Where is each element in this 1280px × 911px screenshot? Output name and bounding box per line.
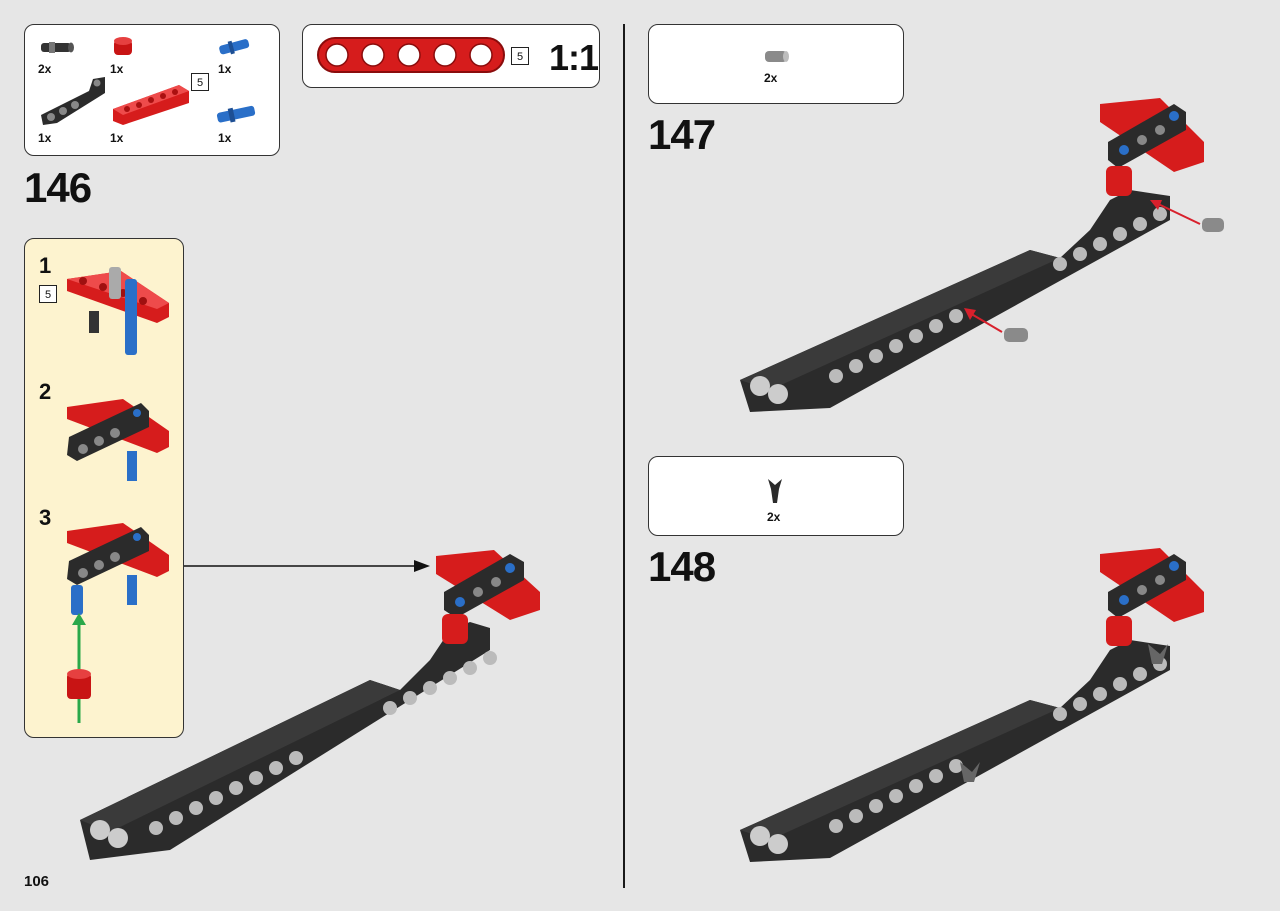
- black-short-pin-icon: [41, 42, 74, 53]
- page-number: 106: [24, 873, 50, 890]
- substep-1-assembly-icon: [67, 267, 169, 355]
- step-number-146: 146: [24, 164, 92, 211]
- qty-red-beam-5: 1x: [110, 131, 124, 145]
- red-bush-icon: [114, 37, 132, 55]
- step-number-147: 147: [648, 111, 716, 158]
- page-divider: [623, 24, 625, 888]
- scale-length-box: 5: [511, 47, 529, 65]
- beam-length-box: 5: [191, 73, 209, 91]
- model-147-illustration: [740, 98, 1204, 412]
- blue-long-pin-icon: [216, 105, 256, 123]
- parts-list-146: 2x 1x 1x 1x 5 1x 1x: [24, 24, 280, 156]
- qty-black-angle-beam: 1x: [38, 131, 52, 145]
- scale-label: 1:1: [549, 37, 599, 78]
- red-beam-1to1-icon: [317, 37, 505, 73]
- red-arrow-upper: [1150, 200, 1224, 232]
- step-number-148: 148: [648, 543, 716, 590]
- parts-list-148: 2x: [648, 456, 904, 536]
- red-bush-icon: [67, 669, 91, 699]
- substep-number-2: 2: [39, 379, 52, 404]
- black-clip-icon: [768, 479, 782, 503]
- substep-3-assembly-icon: [67, 523, 169, 615]
- scale-callout: 5 1:1: [302, 24, 600, 88]
- qty-black-short-pin: 2x: [38, 62, 52, 76]
- model-148-illustration: [740, 548, 1204, 862]
- qty-blue-long-pin: 1x: [218, 131, 232, 145]
- black-angle-beam-icon: [41, 77, 105, 125]
- substep-number-3: 3: [39, 505, 52, 530]
- qty-gray-pin: 2x: [764, 71, 778, 85]
- blue-axle-pin-icon: [219, 39, 250, 55]
- parts-list-147: 2x: [648, 24, 904, 104]
- model-146-illustration: [80, 550, 540, 860]
- red-beam-5-icon: [113, 85, 189, 125]
- subassembly-panel: 1 5 2 3: [24, 238, 184, 738]
- qty-red-bush: 1x: [110, 62, 124, 76]
- subassembly-arrow: [184, 560, 430, 572]
- gray-pin-icon: [765, 51, 789, 62]
- qty-black-clip: 2x: [767, 510, 781, 524]
- substep-1-length-box: 5: [39, 285, 57, 303]
- qty-blue-axle-pin: 1x: [218, 62, 232, 76]
- substep-2-assembly-icon: [67, 399, 169, 481]
- red-arrow-lower: [964, 308, 1028, 342]
- substep-number-1: 1: [39, 253, 52, 278]
